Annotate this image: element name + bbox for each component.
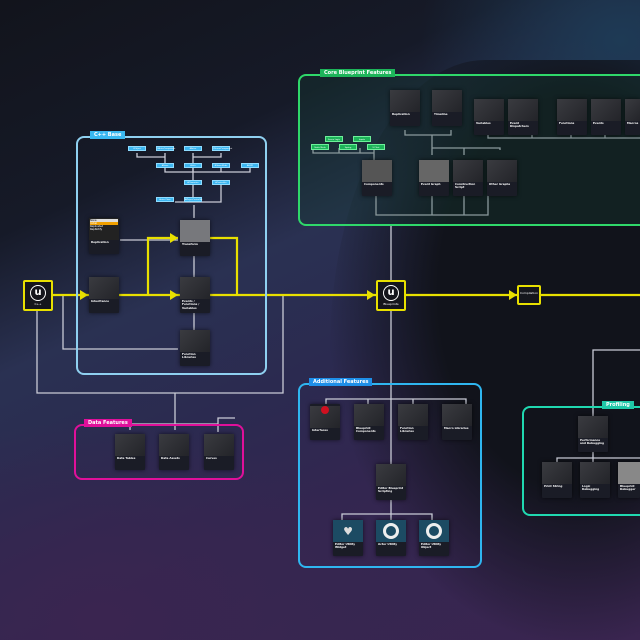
card-function-libraries[interactable]: Function Libraries — [180, 330, 210, 366]
main-flow-line — [52, 236, 640, 297]
class-box[interactable]: AActor — [184, 146, 202, 151]
card-events-functions-variables[interactable]: Events / Functions / Variables — [180, 277, 210, 313]
group-label-core: Core Blueprint Features — [320, 69, 396, 77]
card-data-assets[interactable]: Data Assets — [159, 434, 189, 470]
group-profiling — [522, 406, 640, 516]
class-box[interactable]: AHUD — [241, 163, 259, 168]
card-events[interactable]: Events — [591, 99, 621, 135]
class-box[interactable]: AController — [212, 180, 230, 185]
group-label-profiling: Profiling — [602, 401, 634, 409]
class-box[interactable]: ACharacter — [184, 180, 202, 185]
card-blueprint-debugger[interactable]: Blueprint Debugger — [618, 462, 640, 498]
group-additional — [298, 383, 482, 568]
card-macros[interactable]: Macros — [625, 99, 640, 135]
unreal-logo-icon: u — [383, 285, 399, 301]
heart-list-icon: ♥ — [333, 520, 363, 542]
class-box[interactable]: APawn — [156, 163, 174, 168]
card-transform[interactable]: Transform — [180, 220, 210, 256]
card-event-graph[interactable]: Event Graph — [419, 160, 449, 196]
card-editor-blueprint-scripting[interactable]: Editor Blueprint Scripting — [376, 464, 406, 500]
card-event-dispatchers[interactable]: Event Dispatchers — [508, 99, 538, 135]
group-label-data: Data Features — [84, 419, 132, 427]
card-editor-utility-widget[interactable]: ♥Editor Utility Widget — [333, 520, 363, 556]
class-box[interactable]: AInfo — [184, 163, 202, 168]
tag[interactable]: Static Mesh — [311, 144, 329, 150]
card-data-tables[interactable]: Data Tables — [115, 434, 145, 470]
card-blueprint-components[interactable]: Blueprint Components — [354, 404, 384, 440]
tag[interactable]: UI Text — [367, 144, 385, 150]
group-label-cpp-base: C++ Base — [90, 131, 126, 139]
card-core-replication[interactable]: Replication — [390, 90, 420, 126]
group-label-additional: Additional Features — [309, 378, 373, 386]
class-box[interactable]: UActorComponent — [156, 146, 176, 151]
tag[interactable]: Scene Logic — [325, 136, 343, 142]
card-interfaces[interactable]: Interfaces — [310, 404, 340, 440]
card-editor-utility-object[interactable]: Editor Utility Object — [419, 520, 449, 556]
card-performance-debugging[interactable]: Performance and Debugging — [578, 416, 608, 452]
class-box[interactable]: AGameMode — [212, 163, 230, 168]
card-curves[interactable]: Curves — [204, 434, 234, 470]
tag[interactable]: Inputs — [353, 136, 371, 142]
ring-icon — [383, 523, 399, 539]
card-variables[interactable]: Variables — [474, 99, 504, 135]
group-data — [74, 424, 244, 480]
class-box[interactable]: Actor Class — [156, 197, 174, 202]
card-logic-debugging[interactable]: Logic Debugging — [580, 462, 610, 498]
unreal-logo-icon: u — [30, 285, 46, 301]
class-box[interactable]: APlayerController — [184, 197, 203, 202]
class-box[interactable]: USceneComponent — [212, 146, 233, 151]
card-construction-script[interactable]: Construction Script — [453, 160, 483, 196]
group-cpp-base — [76, 136, 267, 375]
card-macro-libraries[interactable]: Macro Libraries — [442, 404, 472, 440]
card-components[interactable]: Components — [362, 160, 392, 196]
card-other-graphs[interactable]: Other Graphs — [487, 160, 517, 196]
card-timeline[interactable]: Timeline — [432, 90, 462, 126]
card-actor-utility[interactable]: Actor Utility — [376, 520, 406, 556]
card-functions[interactable]: Functions — [557, 99, 587, 135]
ring-icon — [426, 523, 442, 539]
class-box[interactable]: UObject — [128, 146, 146, 151]
card-print-string[interactable]: Print String — [542, 462, 572, 498]
card-function-libraries-bp[interactable]: Function Libraries — [398, 404, 428, 440]
card-inheritance[interactable]: Inheritance — [89, 277, 119, 313]
tag[interactable]: Spring — [339, 144, 357, 150]
compilation-node[interactable]: Compilation — [517, 285, 541, 305]
